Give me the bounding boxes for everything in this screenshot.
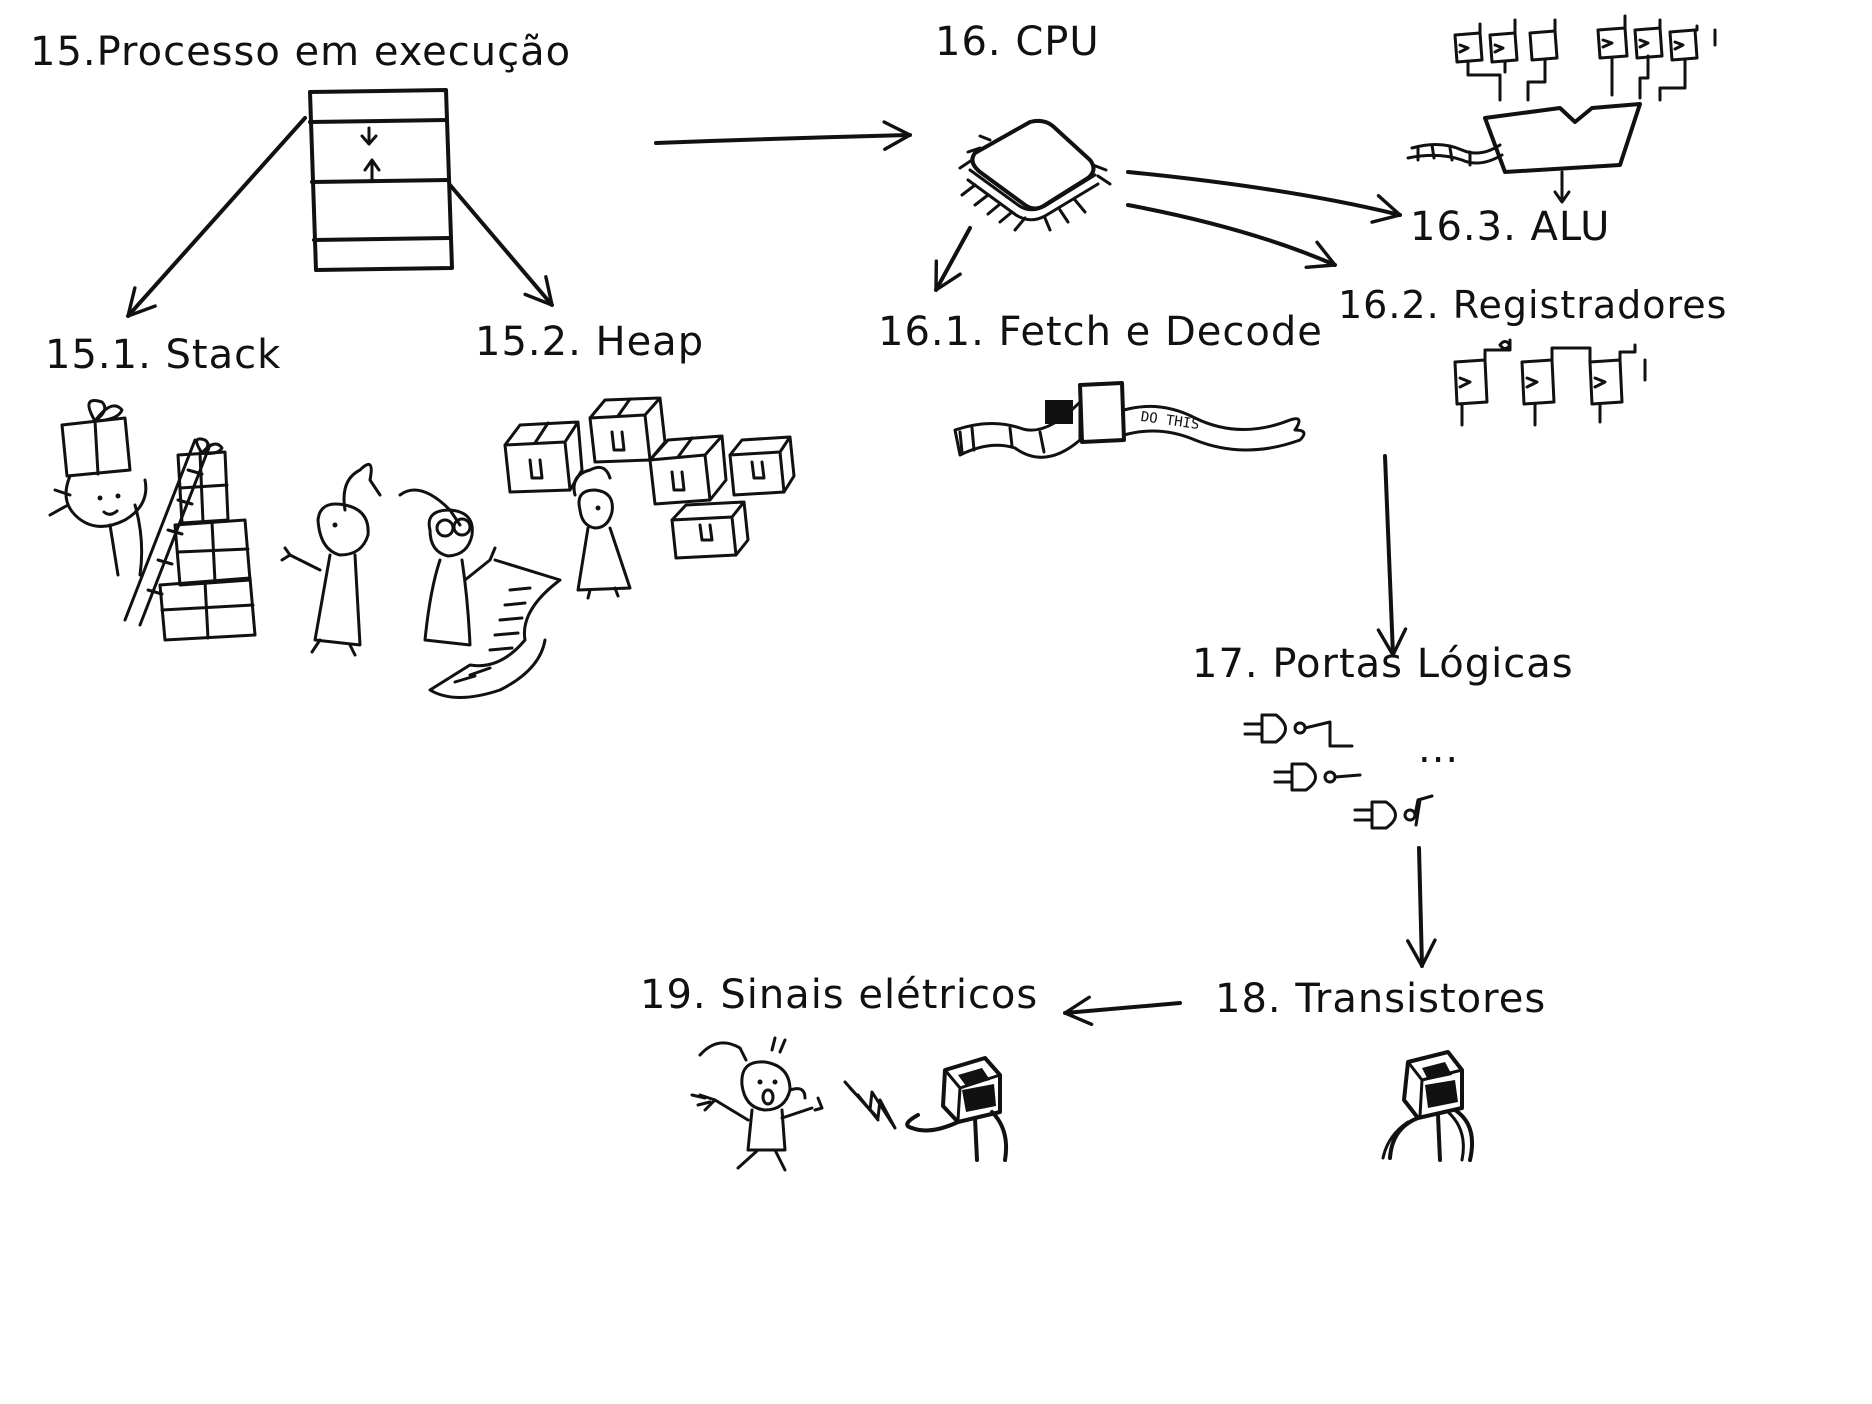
heap-illustration <box>398 396 796 699</box>
tape-text: DO THIS <box>1140 409 1201 433</box>
alu-label: 16.3. ALU <box>1410 204 1610 250</box>
register-cells-icon <box>1453 14 1717 102</box>
ladder-icon <box>123 438 212 627</box>
registers-illustration <box>1453 338 1647 427</box>
alu-output-arrow-icon <box>1553 170 1571 204</box>
tape-marked-cell-icon <box>1045 400 1073 424</box>
lightning-bolt-icon <box>843 1080 897 1130</box>
signal-transistor-icon <box>905 1056 1009 1162</box>
arrow-cpu-alu <box>1126 170 1402 224</box>
heap-box-icon <box>588 396 667 464</box>
heap-box-icon <box>670 500 750 560</box>
arrow-processo-cpu <box>654 120 912 151</box>
alu-shape-icon <box>1483 102 1642 174</box>
fetch-decode-label: 16.1. Fetch e Decode <box>878 309 1323 355</box>
edge-arrows <box>126 116 1437 1027</box>
elf-pointing-icon <box>280 462 382 657</box>
tape-reader-head-icon <box>1078 381 1126 444</box>
portas-logicas-label: 17. Portas Lógicas <box>1192 641 1574 687</box>
heap-box-icon <box>648 434 728 506</box>
cpu-chip-icon <box>958 118 1112 232</box>
arrow-processo-heap <box>448 183 554 307</box>
more-gates-ellipsis: ... <box>1418 726 1459 772</box>
logic-gates-illustration: ... <box>1243 713 1459 830</box>
heap-label: 15.2. Heap <box>475 319 704 365</box>
transistores-label: 18. Transistores <box>1215 976 1546 1022</box>
arrow-portas-transistores <box>1406 846 1437 968</box>
arrow-processo-stack <box>126 116 307 318</box>
alu-illustration <box>1406 14 1717 204</box>
arrow-registradores-portas <box>1376 454 1408 657</box>
registradores-label: 16.2. Registradores <box>1338 283 1727 327</box>
arrow-transistores-sinais <box>1063 995 1182 1027</box>
logic-gate-icon <box>1273 762 1362 792</box>
heap-grow-up-icon <box>363 158 381 182</box>
instruction-tape-illustration: DO THIS <box>953 381 1306 459</box>
stacked-gifts-icon <box>158 437 257 642</box>
logic-gate-icon <box>1243 713 1354 748</box>
sinais-eletricos-label: 19. Sinais elétricos <box>640 972 1038 1018</box>
logic-gate-icon <box>1353 794 1434 830</box>
alu-input-tape-icon <box>1410 143 1502 155</box>
cpu-label: 16. CPU <box>935 19 1100 65</box>
small-elf-icon <box>572 465 632 600</box>
heap-box-icon <box>503 420 584 494</box>
stack-label: 15.1. Stack <box>45 332 281 378</box>
arrow-cpu-fetch <box>934 226 972 292</box>
process-memory-block <box>308 88 454 272</box>
arrow-cpu-registradores <box>1126 203 1337 269</box>
stack-illustration <box>48 399 382 657</box>
elf-with-gift-icon <box>48 399 148 577</box>
stack-grow-down-icon <box>360 126 378 146</box>
electrical-signals-illustration <box>690 1036 1009 1172</box>
heap-box-icon <box>728 435 796 497</box>
shocked-person-icon <box>690 1036 824 1172</box>
elf-with-list-icon <box>398 488 562 699</box>
transistor-icon <box>1381 1050 1475 1162</box>
processo-label: 15.Processo em execução <box>30 29 571 75</box>
